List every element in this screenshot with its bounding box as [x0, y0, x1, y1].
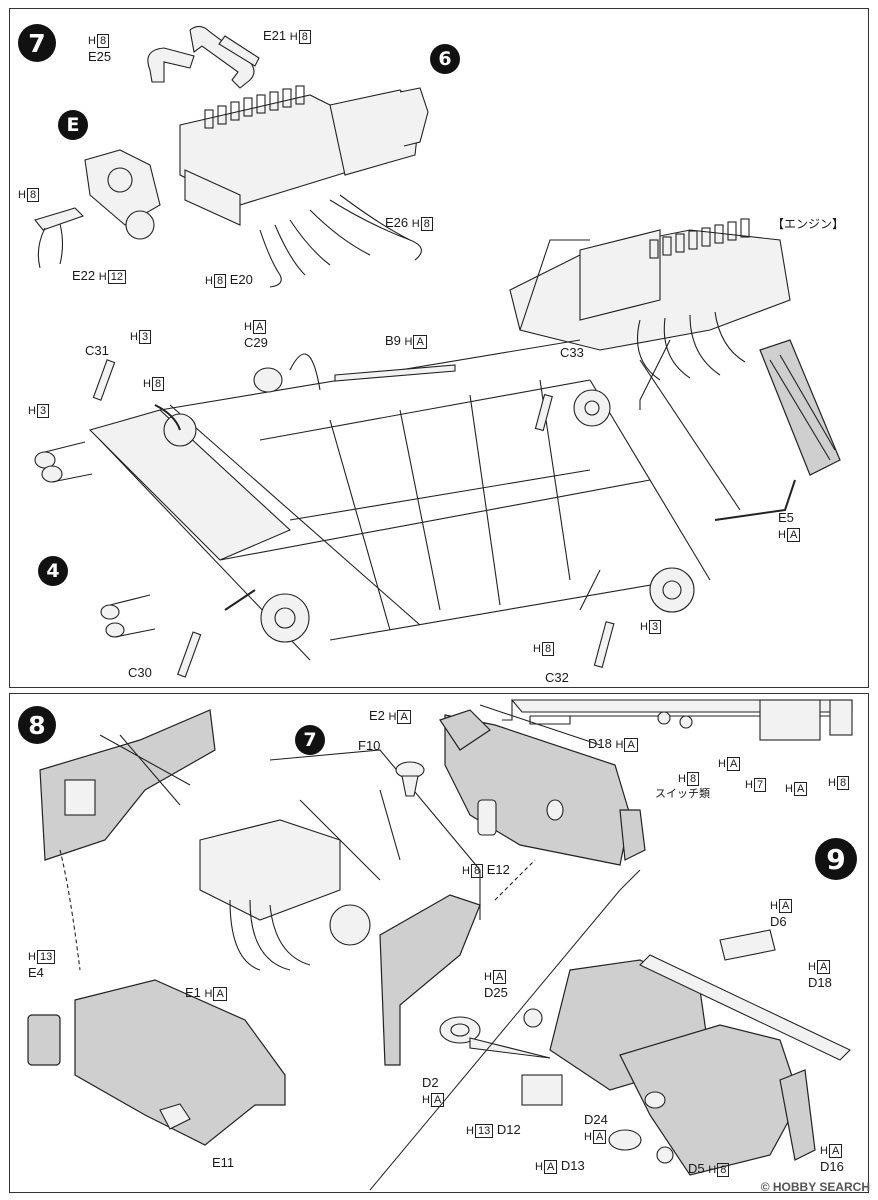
- label-f10: F10: [358, 738, 381, 753]
- label-c30: C30: [128, 665, 152, 680]
- label-e11: E11: [212, 1155, 235, 1170]
- exhaust-pipes-e21: [147, 25, 260, 89]
- step-9-number: 9: [815, 838, 857, 880]
- step-7-number: 7: [18, 24, 56, 62]
- wheel-hubs: [163, 389, 695, 643]
- watermark-logo: © HOBBY SEARCH: [760, 1180, 870, 1194]
- engine-assembly: [509, 218, 791, 381]
- label-c33: C33: [560, 345, 584, 360]
- ref-7-marker: 7: [295, 725, 325, 755]
- step-8-number: 8: [18, 706, 56, 744]
- panel-e1: [27, 979, 286, 1146]
- ref-4-marker: 4: [38, 556, 68, 586]
- label-switch-note: スイッチ類: [655, 788, 710, 800]
- step-7-panel: [9, 8, 869, 688]
- part-E-bracket: [84, 149, 161, 240]
- label-c31: C31: [85, 343, 109, 358]
- engine-center-step8: [199, 749, 481, 971]
- label-c32: C32: [545, 670, 569, 685]
- engine-block: [179, 85, 429, 226]
- chassis-frame: [88, 339, 741, 661]
- radiator-e5: [759, 339, 841, 476]
- switch-plate-d18: [510, 699, 853, 741]
- parts-d2-d13-d24: [439, 1008, 674, 1164]
- dampers-c30-c33: [92, 359, 615, 678]
- bracket-step8-right: [379, 894, 481, 1066]
- exhaust-headers-e20-e26: [259, 194, 422, 288]
- exhaust-tips: [34, 441, 156, 638]
- ref-6-marker: 6: [430, 44, 460, 74]
- rod-b9: [253, 364, 456, 393]
- dashboard-box: [549, 929, 851, 1176]
- pipe-e22: [34, 207, 85, 269]
- engine-tag: 【エンジン】: [772, 217, 845, 231]
- parts-e2-f10: [395, 709, 497, 836]
- panel-step8-left: [39, 709, 216, 861]
- ref-E-marker: E: [58, 110, 88, 140]
